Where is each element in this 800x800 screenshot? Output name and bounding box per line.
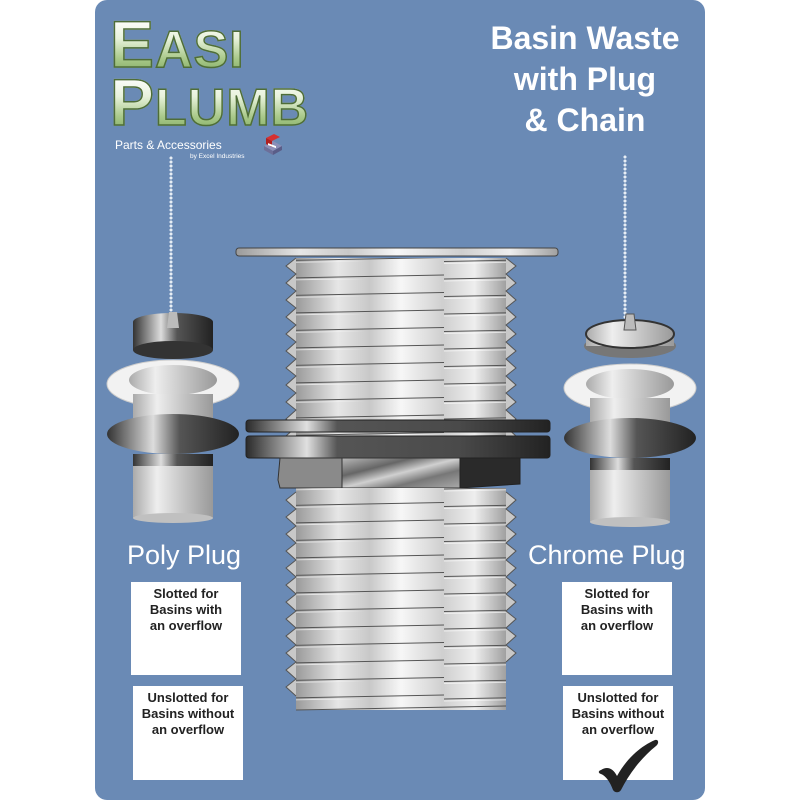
option-text: Slotted for bbox=[584, 586, 650, 601]
poly-plug-label: Poly Plug bbox=[127, 540, 242, 570]
poly-slotted-option[interactable]: Slotted for Basins with an overflow bbox=[131, 582, 241, 675]
brand-word-easi: EASI bbox=[109, 7, 245, 81]
option-text: Basins without bbox=[141, 706, 235, 721]
option-text: Basins without bbox=[571, 706, 665, 721]
option-text: Slotted for bbox=[153, 586, 219, 601]
right-plug-chain bbox=[623, 155, 627, 323]
title-line-1: Basin Waste bbox=[490, 20, 680, 56]
brand-word-plumb: PLUMB bbox=[109, 65, 310, 139]
option-text: Basins with bbox=[580, 602, 654, 617]
chrome-slotted-option[interactable]: Slotted for Basins with an overflow bbox=[562, 582, 672, 675]
checkmark-icon bbox=[597, 736, 661, 794]
title-line-2: with Plug bbox=[513, 61, 657, 97]
poly-unslotted-option[interactable]: Unslotted for Basins without an overflow bbox=[133, 686, 243, 780]
basin-waste-illustration bbox=[234, 244, 564, 724]
option-text: Unslotted for bbox=[577, 690, 659, 705]
option-text: an overflow bbox=[580, 618, 654, 633]
brand-byline: by Excel Industries bbox=[190, 153, 245, 160]
chrome-unslotted-option[interactable]: Unslotted for Basins without an overflow bbox=[563, 686, 673, 780]
product-title: Basin Waste with Plug & Chain bbox=[470, 18, 700, 141]
left-plug-chain bbox=[169, 156, 173, 316]
option-text: Unslotted for bbox=[147, 690, 229, 705]
poly-plug-illustration bbox=[103, 308, 243, 524]
option-text: Basins with bbox=[149, 602, 223, 617]
chrome-plug-illustration bbox=[560, 312, 700, 528]
brand-tagline: Parts & Accessories bbox=[115, 138, 222, 152]
option-text: an overflow bbox=[581, 722, 655, 737]
title-line-3: & Chain bbox=[524, 102, 646, 138]
option-text: an overflow bbox=[151, 722, 225, 737]
excel-industries-logo-icon bbox=[262, 132, 284, 156]
option-text: an overflow bbox=[149, 618, 223, 633]
chrome-plug-label: Chrome Plug bbox=[528, 540, 686, 570]
